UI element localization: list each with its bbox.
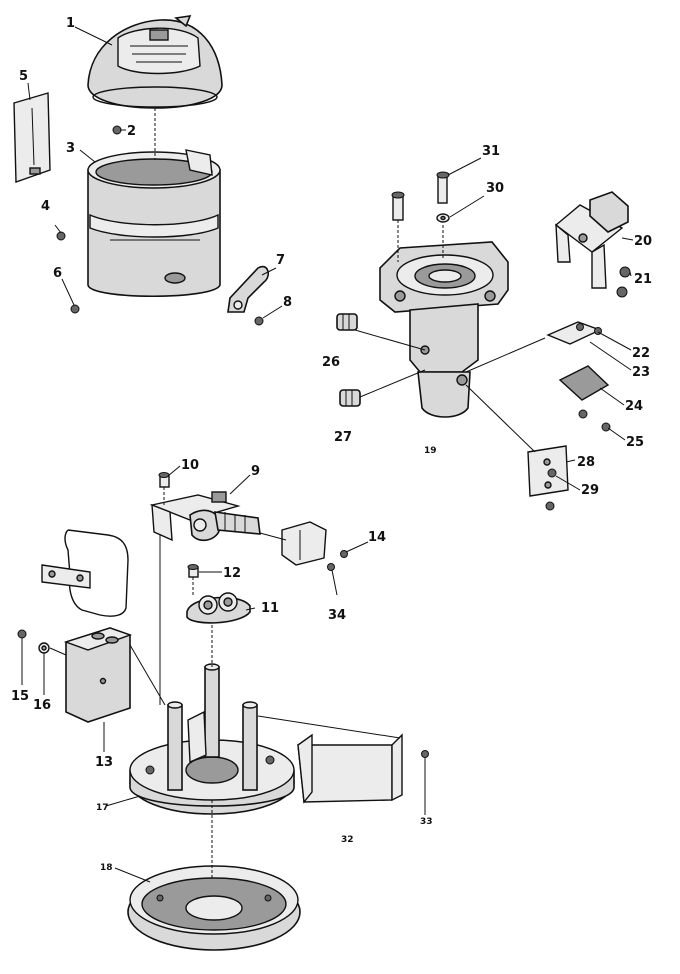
callout-23: 23 xyxy=(632,365,650,380)
callout-24: 24 xyxy=(625,399,643,414)
callout-25: 25 xyxy=(626,435,644,450)
callout-19: 19 xyxy=(424,446,437,456)
callout-13: 13 xyxy=(95,755,113,770)
part-17-post-right xyxy=(242,701,258,791)
callout-11: 11 xyxy=(261,601,279,616)
callout-32: 32 xyxy=(341,835,354,845)
callout-3: 3 xyxy=(66,141,75,156)
part-24-plate xyxy=(558,365,610,401)
part-18-pan xyxy=(127,865,301,951)
part-9-bracket xyxy=(149,491,261,542)
wire-harness xyxy=(41,529,129,617)
callout-18: 18 xyxy=(100,863,113,873)
leader-lines xyxy=(21,26,634,883)
part-21-screw xyxy=(619,266,631,278)
part-14-screw xyxy=(340,550,348,558)
callout-2: 2 xyxy=(127,124,136,139)
part-10-screw xyxy=(158,472,170,488)
part-3-housing xyxy=(87,149,221,297)
assembly-lines xyxy=(154,108,444,880)
part-19-motor-housing xyxy=(379,241,509,418)
callout-20: 20 xyxy=(634,234,652,249)
callout-17: 17 xyxy=(96,803,109,813)
part-29-screw xyxy=(545,468,557,511)
part-27-spring xyxy=(339,389,361,407)
callout-26: 26 xyxy=(322,355,340,370)
callout-27: 27 xyxy=(334,430,352,445)
callout-5: 5 xyxy=(19,69,28,84)
callout-4: 4 xyxy=(41,199,50,214)
part-2-screw xyxy=(112,125,122,135)
part-7-latch xyxy=(227,265,270,313)
part-11-bracket xyxy=(186,592,251,624)
callout-15: 15 xyxy=(11,689,29,704)
screw-below-21 xyxy=(616,286,628,298)
part-25-screws xyxy=(578,409,611,432)
callout-29: 29 xyxy=(581,483,599,498)
part-5-plate xyxy=(13,92,51,183)
part-20-bracket xyxy=(554,191,629,289)
part-13-box xyxy=(63,627,133,723)
part-17-post-mid xyxy=(204,663,220,758)
part-4-screw xyxy=(56,231,66,241)
callout-7: 7 xyxy=(276,253,285,268)
part-1-dome-cover xyxy=(87,15,223,109)
callout-6: 6 xyxy=(53,266,62,281)
part-15-screw xyxy=(17,629,27,639)
part-32-bracket xyxy=(297,733,403,804)
part-9-small-plate xyxy=(281,521,327,566)
callout-1: 1 xyxy=(66,16,75,31)
part-17-post-left xyxy=(167,701,183,791)
callout-21: 21 xyxy=(634,272,652,287)
part-17-bracket xyxy=(187,710,207,764)
part-30-washer xyxy=(436,213,450,223)
part-6-screw xyxy=(70,304,80,314)
part-23-bracket xyxy=(546,321,602,345)
callout-12: 12 xyxy=(223,566,241,581)
part-34-screw xyxy=(327,563,335,571)
part-12-screw xyxy=(187,564,199,578)
long-screw xyxy=(391,191,405,221)
callout-8: 8 xyxy=(283,295,292,310)
part-8-screw xyxy=(254,316,264,326)
callout-14: 14 xyxy=(368,530,386,545)
callout-34: 34 xyxy=(328,608,346,623)
part-31-screw xyxy=(436,171,450,204)
part-33-screw xyxy=(421,750,429,758)
callout-30: 30 xyxy=(486,181,504,196)
callout-28: 28 xyxy=(577,455,595,470)
part-26-spring xyxy=(336,313,358,331)
callout-10: 10 xyxy=(181,458,199,473)
callout-labels: 1 2 3 4 5 6 7 8 9 10 11 12 13 14 15 16 1… xyxy=(11,16,652,873)
callout-22: 22 xyxy=(632,346,650,361)
callout-31: 31 xyxy=(482,144,500,159)
part-16-washer xyxy=(38,642,50,654)
callout-9: 9 xyxy=(251,464,260,479)
callout-33: 33 xyxy=(420,817,433,827)
callout-16: 16 xyxy=(33,698,51,713)
